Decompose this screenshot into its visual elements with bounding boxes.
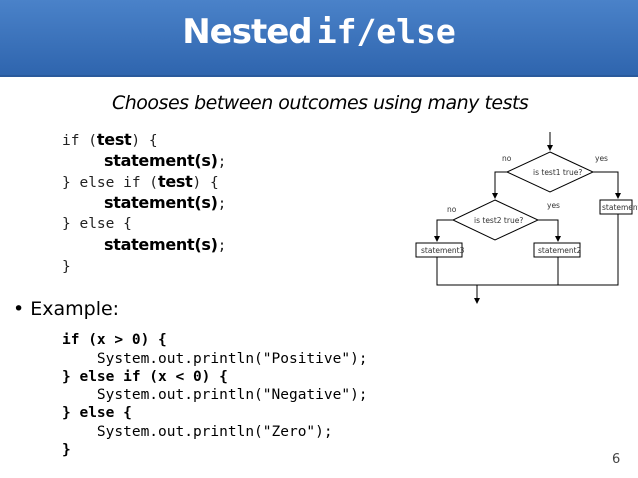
title-bar: Nested if/else <box>0 0 638 77</box>
example-line-5: } else { <box>62 405 132 421</box>
test1-label: is test1 true? <box>533 168 582 177</box>
yes2-label: yes <box>547 201 560 210</box>
yes2-arrow <box>538 219 561 242</box>
flowchart: is test1 true? is test2 true? no yes no … <box>415 132 638 304</box>
test2-label: is test2 true? <box>474 216 523 225</box>
example-line-4: System.out.println("Negative"); <box>62 387 368 403</box>
syntax-line-6: statement(s); <box>104 235 227 255</box>
example-line-3: } else if (x < 0) { <box>62 369 228 385</box>
syntax-line-4: statement(s); <box>104 193 227 213</box>
yes1-arrow <box>593 171 621 199</box>
example-line-1: if (x > 0) { <box>62 332 167 348</box>
no2-arrow <box>434 219 453 242</box>
no2-label: no <box>447 205 457 214</box>
statement3-box <box>415 242 463 258</box>
statement2-box <box>533 242 581 258</box>
yes1-label: yes <box>595 154 608 163</box>
statement1-out <box>477 214 619 286</box>
example-line-2: System.out.println("Positive"); <box>62 351 368 367</box>
example-line-6: System.out.println("Zero"); <box>62 424 333 440</box>
test2-diamond <box>451 199 540 241</box>
statement3-label: statement3 <box>421 246 465 255</box>
syntax-line-2: statement(s); <box>104 151 227 171</box>
statement2-label: statement2 <box>538 246 582 255</box>
slide-subtitle: Chooses between outcomes using many test… <box>112 92 529 114</box>
slide-title-word: Nested <box>182 12 312 52</box>
statement1-box <box>599 199 633 215</box>
example-bullet: • Example: <box>13 298 120 320</box>
syntax-line-3: } else if (test) { <box>62 172 219 192</box>
example-line-7: } <box>62 442 71 458</box>
page-number: 6 <box>612 452 621 467</box>
syntax-line-1: if (test) { <box>62 130 158 150</box>
syntax-line-7: } <box>62 259 71 275</box>
test1-diamond <box>505 151 595 193</box>
no1-arrow <box>492 171 507 199</box>
no1-label: no <box>502 154 512 163</box>
statement3-out <box>436 257 477 286</box>
slide-title-code: if/else <box>316 12 456 51</box>
statement1-label: statement1 <box>602 203 638 212</box>
slide-title: Nested if/else <box>0 12 638 52</box>
syntax-line-5: } else { <box>62 216 132 232</box>
